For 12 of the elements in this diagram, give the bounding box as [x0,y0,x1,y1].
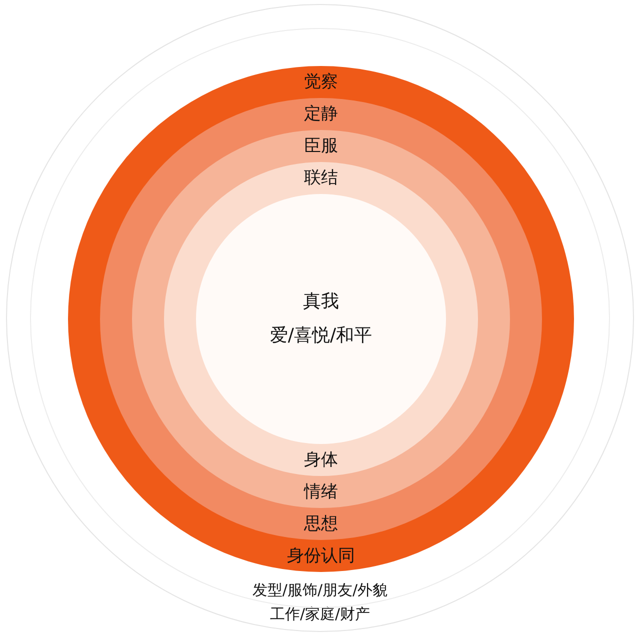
ring-label: 觉察 [304,71,338,93]
center-label: 真我 [303,291,339,313]
ring-label: 臣服 [304,135,338,157]
ring-label: 定静 [304,103,338,125]
ring-label: 身体 [304,449,338,471]
outer-label: 发型/服饰/朋友/外貌 [252,580,388,601]
outer-label: 工作/家庭/财产 [270,604,370,625]
ring-label: 思想 [304,513,338,535]
ring-label: 情绪 [304,481,338,503]
ring-label: 联结 [304,167,338,189]
center-label: 爱/喜悦/和平 [270,325,372,347]
ring-label: 身份认同 [287,545,355,567]
